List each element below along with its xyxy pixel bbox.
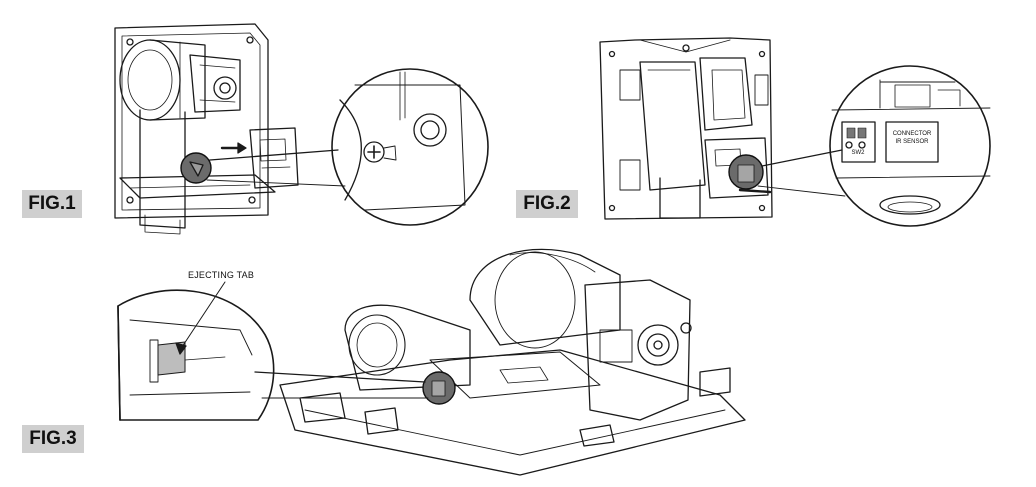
fig1-drawing xyxy=(114,23,489,235)
fig3-label: FIG.3 xyxy=(22,425,84,453)
connector-label-line2: IR SENSOR xyxy=(895,139,929,145)
ejecting-tab-callout: EJECTING TAB xyxy=(188,270,255,280)
fig2-drawing xyxy=(599,37,991,227)
fig1-label: FIG.1 xyxy=(22,190,82,218)
fig3-drawing xyxy=(117,248,746,476)
fig2-label: FIG.2 xyxy=(516,190,578,218)
connector-label-line1: CONNECTOR xyxy=(892,131,932,137)
sw2-label: SW2 xyxy=(851,150,865,156)
